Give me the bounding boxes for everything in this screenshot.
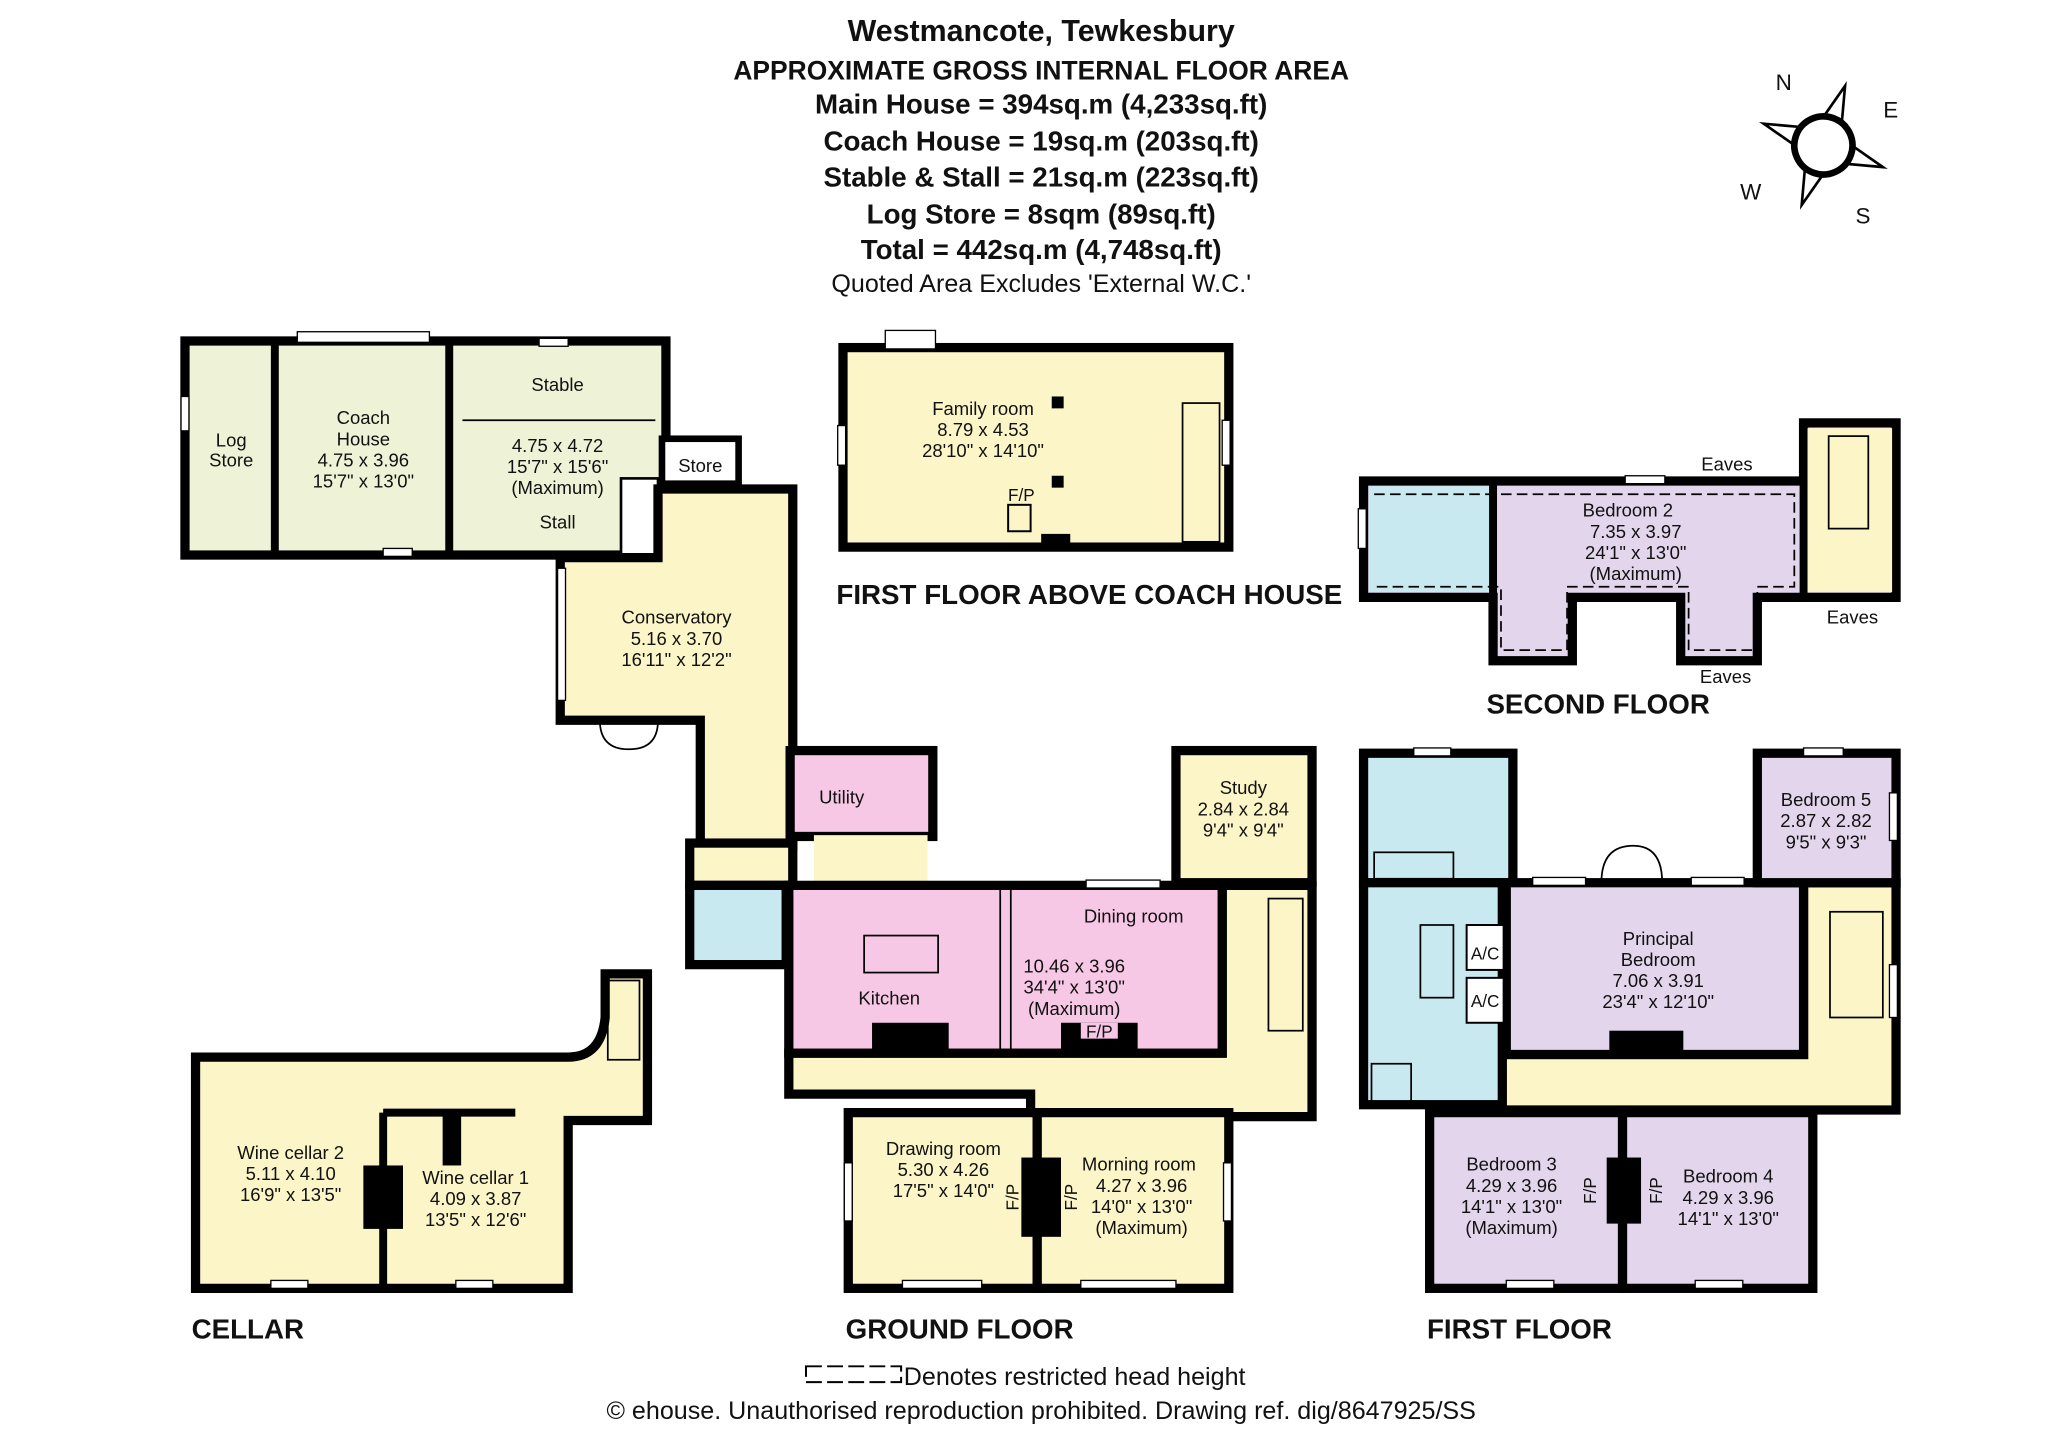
- room-bedroom5-l1: Bedroom 5: [1781, 789, 1871, 810]
- room-wine-cellar1-l2: 4.09 x 3.87: [430, 1188, 521, 1209]
- plan-subtitle: APPROXIMATE GROSS INTERNAL FLOOR AREA: [733, 55, 1349, 85]
- bedroom4-fp: F/P: [1646, 1177, 1666, 1204]
- room-bedroom3-l4: (Maximum): [1465, 1217, 1557, 1238]
- copyright-text: © ehouse. Unauthorised reproduction proh…: [606, 1397, 1475, 1425]
- area-note: Quoted Area Excludes 'External W.C.': [831, 270, 1251, 298]
- room-bedroom2-l4: (Maximum): [1590, 563, 1682, 584]
- room-drawing-room-l1: Drawing room: [886, 1138, 1001, 1159]
- area-log-store: Log Store = 8sqm (89sq.ft): [867, 198, 1216, 229]
- room-study-l2: 2.84 x 2.84: [1198, 798, 1289, 819]
- room-family-room-l2: 8.79 x 4.53: [937, 419, 1028, 440]
- room-bedroom3-l1: Bedroom 3: [1466, 1154, 1556, 1175]
- compass-e: E: [1883, 98, 1898, 123]
- area-main-house: Main House = 394sq.m (4,233sq.ft): [815, 89, 1267, 120]
- restricted-height-legend-icon: [804, 1365, 903, 1384]
- floor-label-cellar: CELLAR: [192, 1314, 304, 1345]
- first-floor-plan: [1358, 747, 1901, 1293]
- room-principal-l2: Bedroom: [1621, 949, 1696, 970]
- room-bedroom4-l1: Bedroom 4: [1683, 1166, 1773, 1187]
- compass-s: S: [1856, 203, 1871, 228]
- room-bedroom2-l2: 7.35 x 3.97: [1590, 521, 1681, 542]
- morning-fp: F/P: [1061, 1184, 1081, 1211]
- room-stable-dims-l3: (Maximum): [511, 477, 603, 498]
- room-stall: Stall: [540, 512, 576, 533]
- plan-title: Westmancote, Tewkesbury: [848, 14, 1235, 48]
- room-wine-cellar2-l2: 5.11 x 4.10: [246, 1163, 336, 1184]
- outbuildings: [180, 331, 742, 560]
- room-drawing-room-l2: 5.30 x 4.26: [898, 1159, 989, 1180]
- room-kitchen: Kitchen: [858, 987, 920, 1008]
- room-bedroom4-l3: 14'1" x 13'0": [1678, 1208, 1779, 1229]
- family-room-fp: F/P: [1008, 485, 1035, 505]
- kitchen-dining-dims-l2: 34'4" x 13'0": [1024, 977, 1125, 998]
- area-total: Total = 442sq.m (4,748sq.ft): [861, 234, 1222, 265]
- room-wine-cellar2-l3: 16'9" x 13'5": [240, 1184, 341, 1205]
- compass-n: N: [1776, 70, 1792, 95]
- area-stable-stall: Stable & Stall = 21sq.m (223sq.ft): [823, 161, 1258, 192]
- room-utility: Utility: [819, 786, 865, 807]
- room-principal-l3: 7.06 x 3.91: [1612, 970, 1703, 991]
- room-morning-room-l1: Morning room: [1082, 1154, 1196, 1175]
- room-wine-cellar1-l3: 13'5" x 12'6": [425, 1209, 526, 1230]
- room-family-room-l3: 28'10" x 14'10": [922, 440, 1044, 461]
- room-bedroom3-l3: 14'1" x 13'0": [1461, 1196, 1562, 1217]
- room-family-room-l1: Family room: [932, 398, 1034, 419]
- floor-label-second: SECOND FLOOR: [1486, 689, 1709, 720]
- compass-w: W: [1740, 180, 1762, 205]
- room-stable-dims-l1: 4.75 x 4.72: [512, 435, 603, 456]
- room-bedroom5-l3: 9'5" x 9'3": [1786, 831, 1867, 852]
- room-wine-cellar1-l1: Wine cellar 1: [422, 1167, 529, 1188]
- room-stable-dims-l2: 15'7" x 15'6": [507, 456, 608, 477]
- ac-label-1: A/C: [1471, 943, 1500, 963]
- area-coach-house: Coach House = 19sq.m (203sq.ft): [823, 126, 1258, 157]
- floor-label-ground: GROUND FLOOR: [846, 1314, 1074, 1345]
- floor-label-coach-first: FIRST FLOOR ABOVE COACH HOUSE: [836, 579, 1342, 610]
- kitchen-dining-dims-l1: 10.46 x 3.96: [1023, 956, 1125, 977]
- room-coach-house-l4: 15'7" x 13'0": [313, 471, 414, 492]
- bedroom3-fp: F/P: [1580, 1177, 1600, 1204]
- second-floor-plan: [1357, 418, 1901, 666]
- room-bedroom2-l3: 24'1" x 13'0": [1585, 542, 1686, 563]
- room-drawing-room-l3: 17'5" x 14'0": [893, 1180, 994, 1201]
- room-wine-cellar2-l1: Wine cellar 2: [237, 1142, 344, 1163]
- ac-label-2: A/C: [1471, 991, 1500, 1011]
- room-stable: Stable: [531, 374, 583, 395]
- room-principal-l4: 23'4" x 12'10": [1602, 991, 1714, 1012]
- family-room-plan: [837, 329, 1234, 552]
- room-principal-l1: Principal: [1623, 928, 1694, 949]
- room-study-l1: Study: [1220, 777, 1268, 798]
- drawing-fp: F/P: [1003, 1184, 1023, 1211]
- ground-floor-plan: [190, 484, 1317, 1293]
- room-coach-house-l2: House: [337, 428, 390, 449]
- room-coach-house-l1: Coach: [337, 407, 390, 428]
- header: Westmancote, Tewkesbury APPROXIMATE GROS…: [733, 14, 1349, 298]
- room-morning-room-l3: 14'0" x 13'0": [1091, 1196, 1192, 1217]
- room-conservatory-l2: 5.16 x 3.70: [631, 628, 722, 649]
- room-conservatory-l3: 16'11" x 12'2": [621, 649, 731, 670]
- dining-fp: F/P: [1086, 1021, 1113, 1041]
- room-bedroom3-l2: 4.29 x 3.96: [1466, 1175, 1557, 1196]
- eaves-label-2: Eaves: [1827, 607, 1878, 628]
- legend-text: Denotes restricted head height: [904, 1363, 1246, 1391]
- room-dining-room: Dining room: [1084, 905, 1184, 926]
- room-morning-room-l4: (Maximum): [1095, 1217, 1187, 1238]
- room-log-store-l2: Store: [209, 450, 253, 471]
- room-coach-house-l3: 4.75 x 3.96: [318, 450, 409, 471]
- room-bedroom2-l1: Bedroom 2: [1583, 500, 1673, 521]
- eaves-label-3: Eaves: [1700, 666, 1751, 687]
- room-bedroom4-l2: 4.29 x 3.96: [1683, 1187, 1774, 1208]
- room-store: Store: [678, 455, 722, 476]
- room-log-store-l1: Log: [216, 430, 247, 451]
- kitchen-dining-dims-l3: (Maximum): [1028, 998, 1120, 1019]
- compass-icon: [1758, 81, 1888, 210]
- room-bedroom5-l2: 2.87 x 2.82: [1780, 810, 1871, 831]
- room-conservatory-l1: Conservatory: [622, 607, 733, 628]
- eaves-label-1: Eaves: [1701, 453, 1752, 474]
- room-morning-room-l2: 4.27 x 3.96: [1096, 1175, 1187, 1196]
- floor-label-first: FIRST FLOOR: [1427, 1314, 1612, 1345]
- room-study-l3: 9'4" x 9'4": [1203, 819, 1284, 840]
